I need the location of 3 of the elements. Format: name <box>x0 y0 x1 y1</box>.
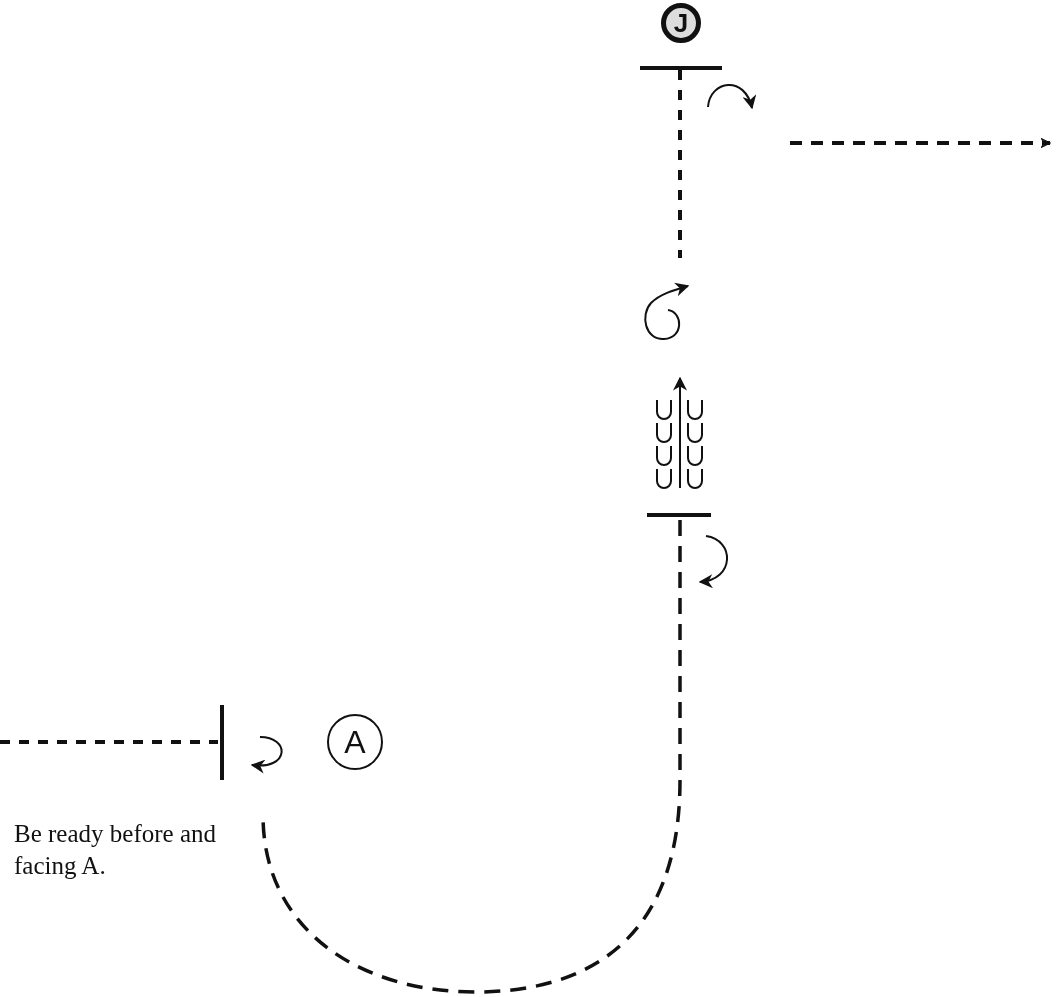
judge-marker: J <box>661 3 701 43</box>
instruction-note: Be ready before and facing A. <box>14 819 217 881</box>
cone-marker: A <box>327 714 383 770</box>
